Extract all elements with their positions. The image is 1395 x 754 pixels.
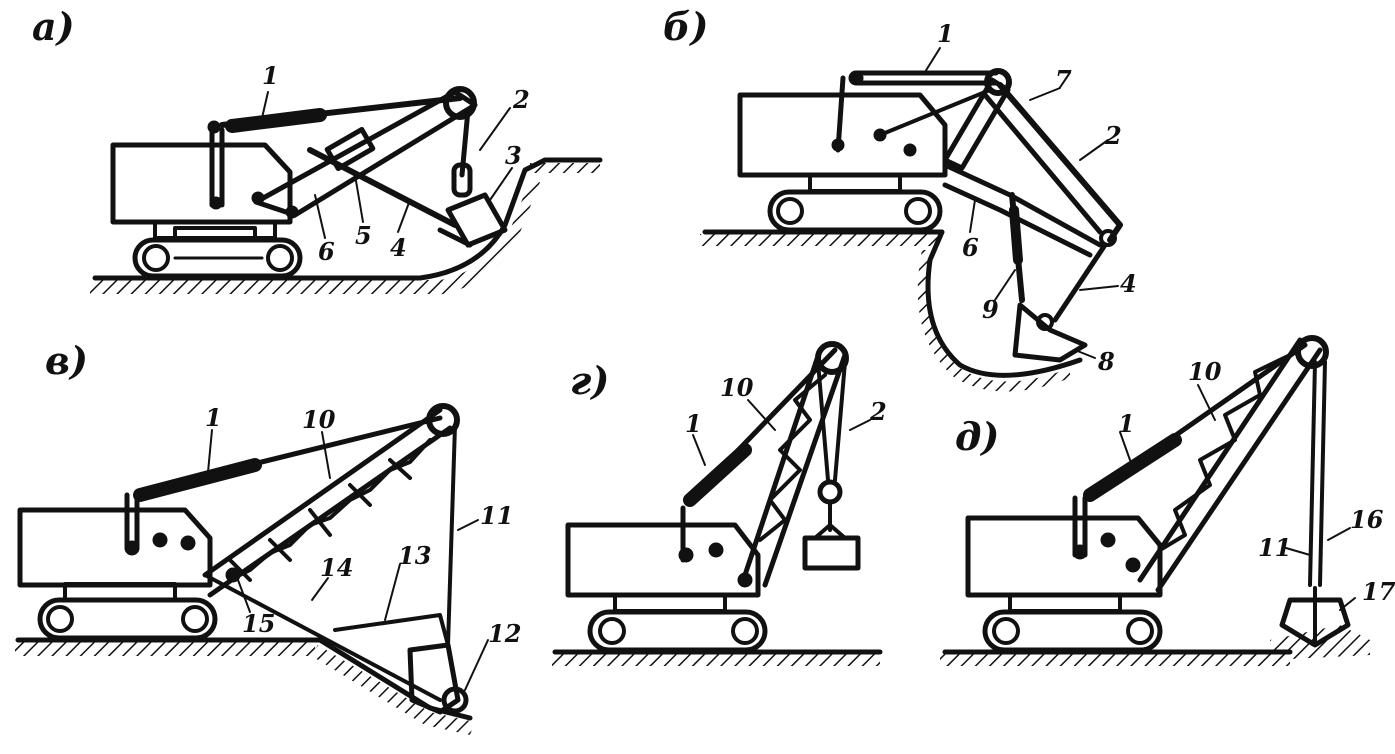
bucket [445, 192, 508, 248]
callout-v-15: 15 [242, 609, 276, 638]
callout-b-9: 9 [982, 295, 999, 324]
callout-a-6: 6 [318, 237, 335, 266]
panel-a-label: а) [32, 4, 75, 49]
panel-g-label: г) [570, 358, 610, 403]
callout-v-1: 1 [205, 403, 222, 432]
panel-g-crane [552, 341, 883, 666]
callout-a-2: 2 [513, 85, 530, 114]
callout-d-11: 11 [1258, 533, 1292, 562]
callout-v-14: 14 [320, 553, 354, 582]
cab-body [110, 142, 293, 225]
callout-d-1: 1 [1118, 409, 1135, 438]
panel-a-front-shovel [90, 86, 603, 296]
panel-d-label: д) [955, 414, 1000, 459]
callout-v-11: 11 [480, 501, 514, 530]
panel-d-clamshell [940, 335, 1370, 666]
boom-sheave [443, 86, 477, 120]
panel-v-label: в) [45, 338, 88, 383]
panel-b-label: б) [663, 4, 709, 49]
callout-b-8: 8 [1098, 347, 1115, 376]
callout-a-5: 5 [355, 221, 372, 250]
callout-d-17: 17 [1362, 577, 1395, 606]
ground-hatch [90, 280, 430, 294]
callout-g-1: 1 [685, 409, 702, 438]
panel-v-dragline [15, 403, 489, 735]
callout-b-2: 2 [1105, 121, 1122, 150]
callout-v-10: 10 [302, 405, 336, 434]
callout-a-4: 4 [390, 233, 407, 262]
callout-d-16: 16 [1350, 505, 1384, 534]
callout-b-1: 1 [937, 19, 954, 48]
callout-b-6: 6 [962, 233, 979, 262]
callout-g-2: 2 [870, 397, 887, 426]
callout-a-1: 1 [262, 61, 279, 90]
callout-d-10: 10 [1188, 357, 1222, 386]
panel-b-backhoe [700, 47, 1123, 392]
callout-v-12: 12 [488, 619, 522, 648]
callout-a-3: 3 [505, 141, 522, 170]
callout-b-4: 4 [1120, 269, 1137, 298]
callout-g-10: 10 [720, 373, 754, 402]
callout-b-7: 7 [1055, 65, 1072, 94]
callout-v-13: 13 [398, 541, 432, 570]
